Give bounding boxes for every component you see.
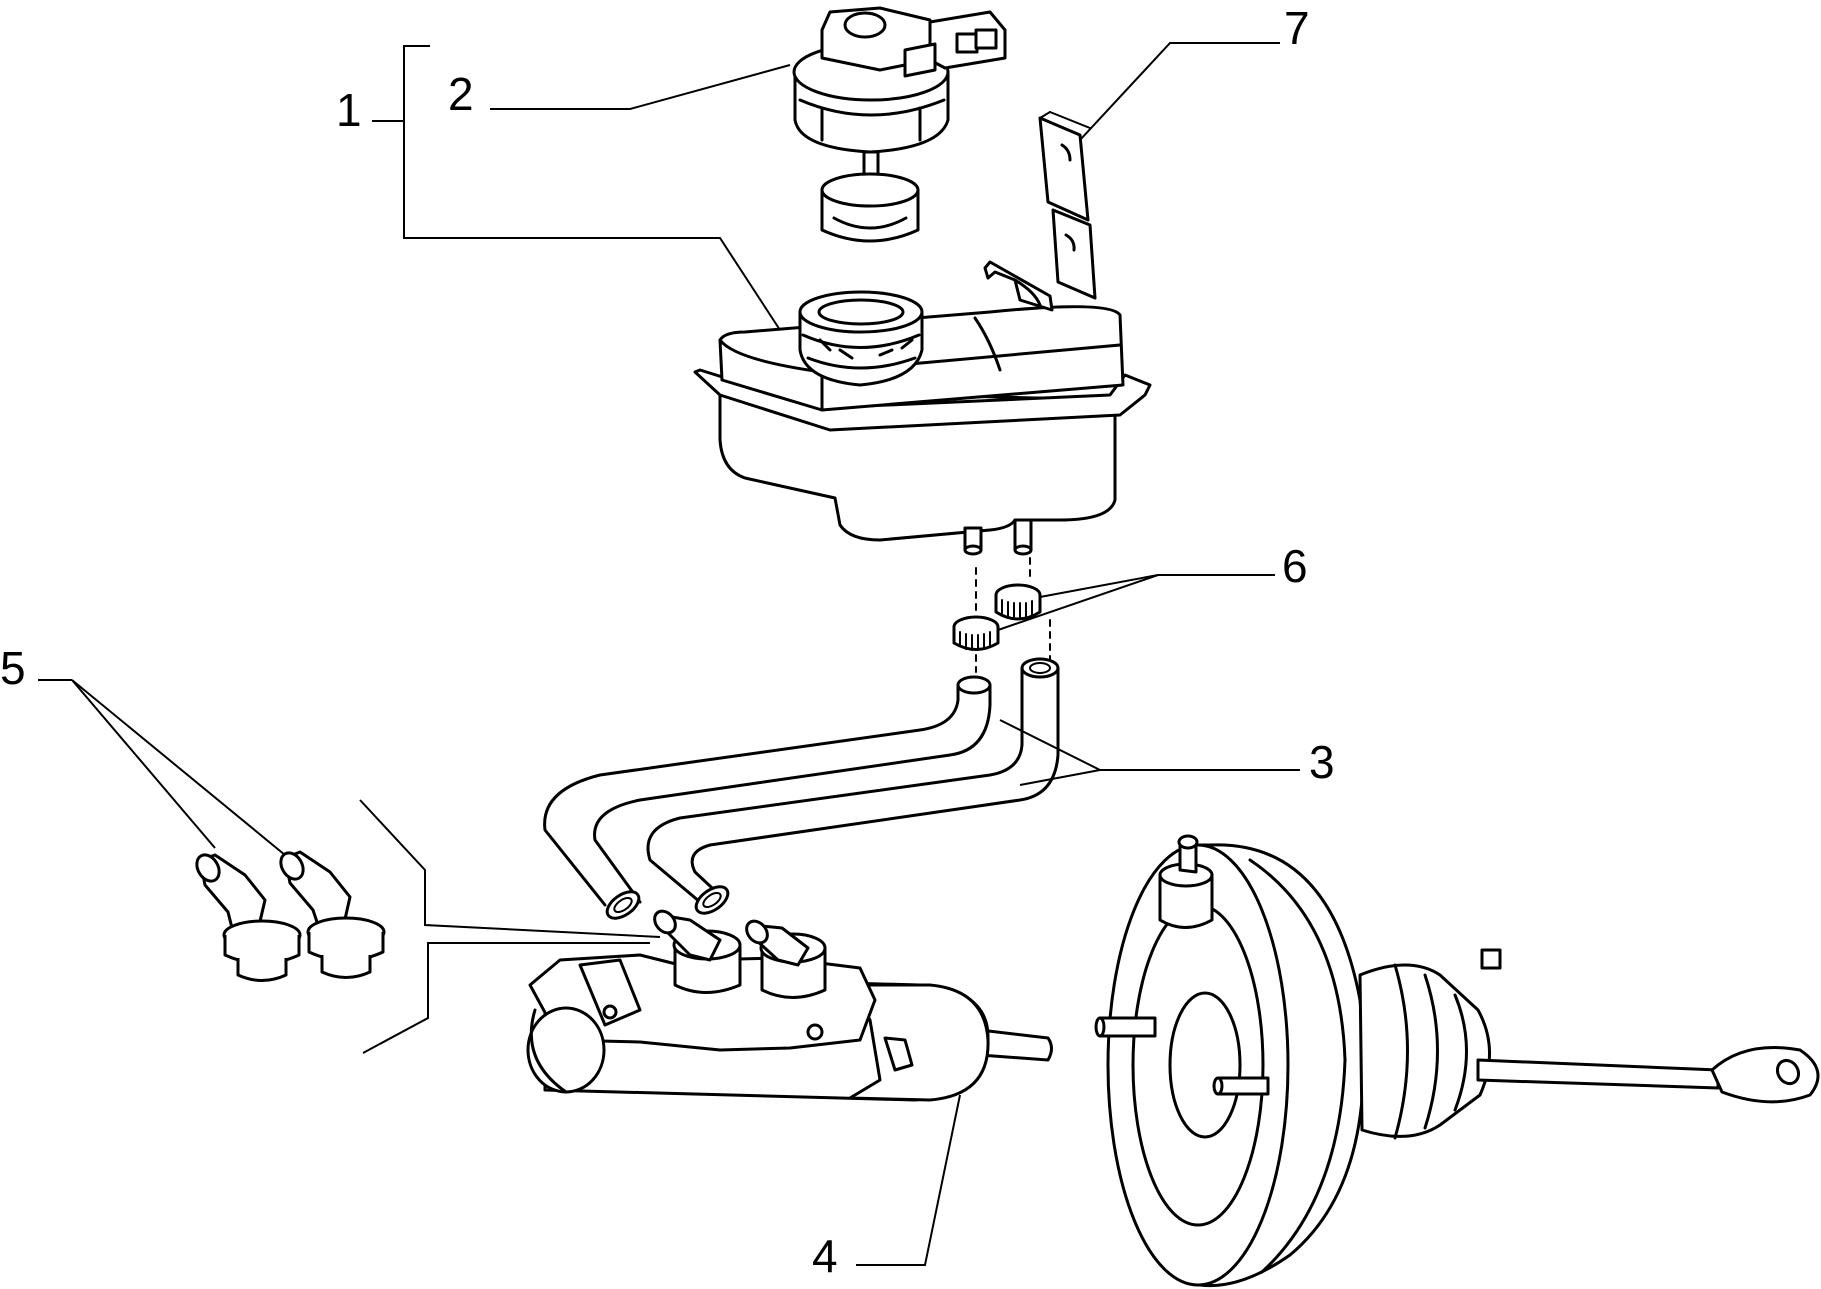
callout-5: 5 [0,642,26,694]
master-cylinder [526,909,1053,1102]
fluid-reservoir [693,260,1152,556]
bracket-plate [1038,111,1097,300]
elbow-fitting-left [195,853,302,982]
elbow-fittings [195,850,386,982]
callout-4: 4 [812,1230,838,1282]
fluid-hoses [543,657,1060,920]
callout-1: 1 [336,84,362,136]
hose-clamps [952,557,1051,673]
brake-booster [1094,834,1820,1288]
elbow-fitting-right [279,850,386,979]
callout-3: 3 [1309,736,1335,788]
callout-6: 6 [1282,540,1308,592]
callout-2: 2 [448,68,474,120]
leader-lines [38,42,1300,1266]
reservoir-cap-sensor [792,6,1007,243]
callout-7: 7 [1284,2,1310,54]
